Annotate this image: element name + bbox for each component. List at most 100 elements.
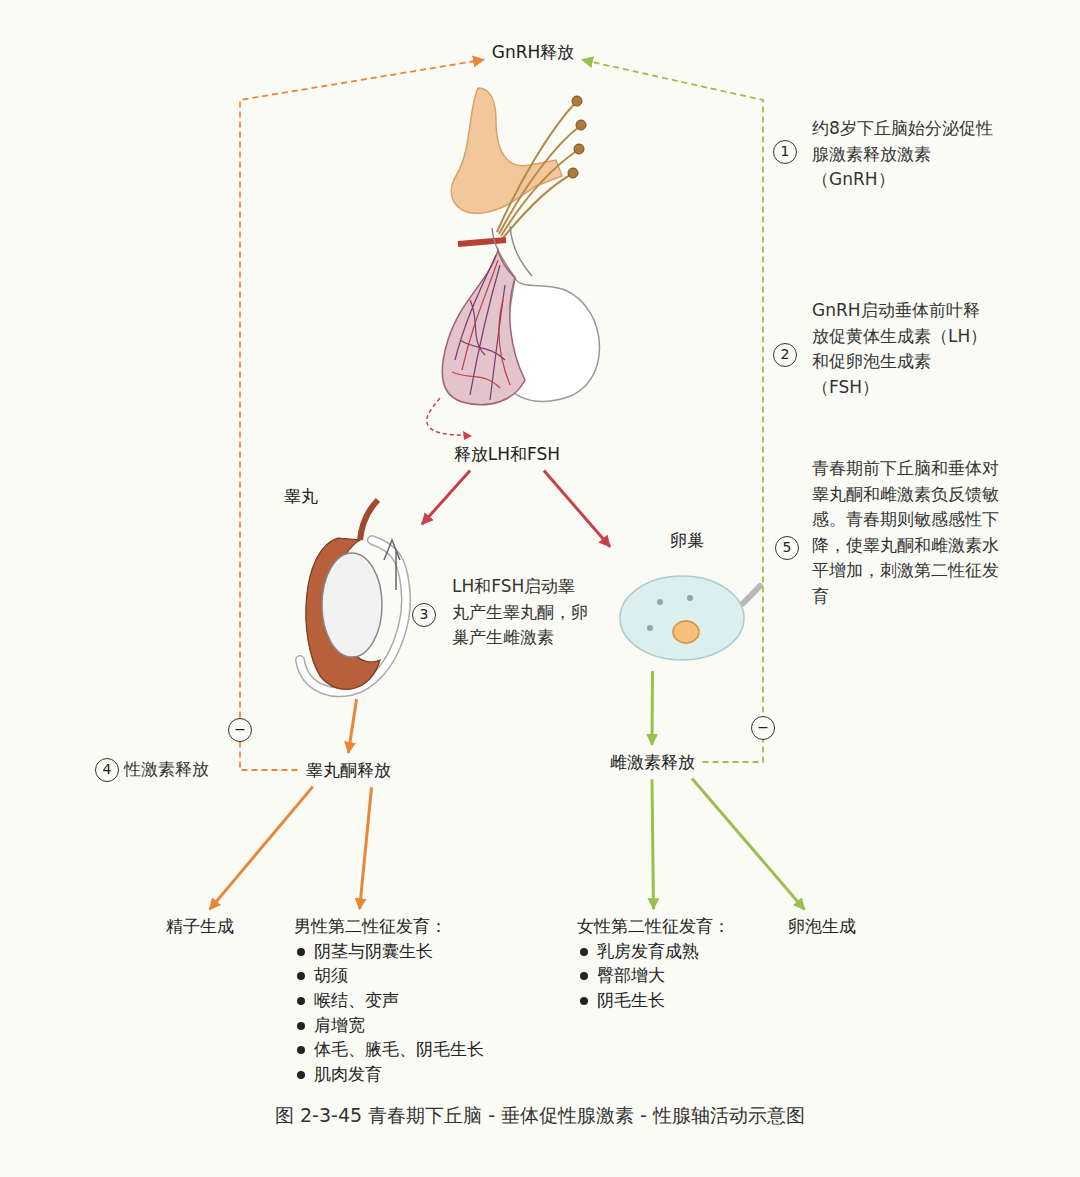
text-line: 释放LH和FSH: [454, 442, 560, 467]
feedback-sign: −: [751, 716, 775, 740]
text-line: 卵泡生成: [788, 914, 856, 939]
text-line: 肩增宽: [294, 1013, 484, 1038]
bullet-dot: [580, 972, 588, 980]
text-line: 臀部增大: [577, 963, 730, 988]
trait-list: 男性第二性征发育： 阴茎与阴囊生长胡须喉结、变声肩增宽体毛、腋毛、阴毛生长肌肉发育: [290, 912, 488, 1088]
feedback-sign: −: [228, 718, 252, 742]
text-line: GnRH释放: [492, 40, 575, 65]
callout-number: 2: [773, 343, 797, 367]
node-text: 体毛、腋毛、阴毛生长: [314, 1039, 484, 1059]
hormone-label: 雌激素释放: [605, 748, 700, 777]
flow-arrow: [692, 779, 804, 910]
callout-text: 5: [783, 539, 792, 555]
portal-vessels: [452, 255, 510, 400]
outcome-label: 精子生成: [161, 912, 239, 941]
text-line: 肌肉发育: [294, 1062, 484, 1087]
text-line: 雌激素释放: [610, 750, 695, 775]
ovary: [620, 576, 760, 660]
text-line: 胡须: [294, 963, 484, 988]
node-text: 男性第二性征发育：: [294, 916, 447, 936]
text-line: 5: [776, 537, 798, 558]
figure-caption: 图 2-3-45 青春期下丘脑 - 垂体促性腺激素 - 性腺轴活动示意图: [0, 1103, 1080, 1129]
bullet-dot: [297, 997, 305, 1005]
flow-arrow: [651, 671, 655, 745]
node-text: 卵泡生成: [788, 916, 856, 936]
organ-region: 睾丸: [280, 484, 420, 696]
bullet-dot: [580, 997, 588, 1005]
text-line: 1: [774, 141, 796, 162]
node-text: 肌肉发育: [314, 1064, 382, 1084]
text-line: 阴茎与阴囊生长: [294, 939, 484, 964]
bullet-dot: [297, 1071, 305, 1079]
bullet-dot: [297, 972, 305, 980]
flow-arrow: [544, 471, 610, 547]
feedback-connector: [582, 60, 763, 762]
node-text: 臀部增大: [597, 965, 665, 985]
node-text: 阴茎与阴囊生长: [314, 941, 433, 961]
node-text: 卵巢: [670, 530, 704, 550]
text-line: 卵巢: [666, 528, 708, 553]
callout-note: 约8岁下丘脑始分泌促性腺激素释放激素（GnRH）: [812, 116, 994, 193]
text-line: 阴毛生长: [577, 988, 730, 1013]
callout-number: 5: [775, 536, 799, 560]
outcome-label: 卵泡生成: [783, 912, 861, 941]
callout-note: 青春期前下丘脑和垂体对睾丸酮和雌激素负反馈敏感。青春期则敏感感性下降，使睾丸酮和…: [812, 456, 1008, 609]
flow-arrow: [652, 779, 654, 909]
node-text: 喉结、变声: [314, 990, 399, 1010]
callout-note: LH和FSH启动睾丸产生睾丸酮，卵巢产生雌激素: [452, 574, 592, 651]
node-text: 精子生成: [166, 916, 234, 936]
text-line: 睾丸: [280, 484, 322, 509]
flow-arrow: [348, 699, 356, 753]
text-line: 4: [96, 759, 118, 780]
text-line: −: [229, 719, 251, 740]
organ-region: 卵巢: [612, 528, 762, 668]
text-line: 3: [413, 604, 435, 625]
text-line: 喉结、变声: [294, 988, 484, 1013]
bullet-dot: [297, 948, 305, 956]
neurons: [497, 102, 580, 238]
hormone-label: GnRH释放: [487, 38, 580, 67]
hypothalamus: [451, 88, 562, 213]
bullet-dot: [580, 948, 588, 956]
callout-text: −: [757, 719, 769, 735]
anterior-pituitary: [442, 250, 525, 405]
flow-arrow: [360, 787, 372, 909]
artery: [458, 240, 506, 244]
node-text: 雌激素释放: [610, 752, 695, 772]
stage-label: 性激素释放: [124, 757, 209, 783]
node-text: 睾丸酮释放: [306, 760, 391, 780]
hormone-label: 睾丸酮释放: [301, 756, 396, 785]
bullet-dot: [297, 1022, 305, 1030]
feedback-connector: [240, 60, 484, 770]
callout-text: 3: [420, 606, 429, 622]
callout-text: 1: [781, 143, 790, 159]
text-line: −: [752, 717, 774, 738]
callout-text: 2: [781, 346, 790, 362]
node-text: 释放LH和FSH: [454, 444, 560, 464]
trait-list: 女性第二性征发育：乳房发育成熟臀部增大阴毛生长: [573, 912, 734, 1015]
flow-arrow: [210, 787, 313, 910]
text-line: 男性第二性征发育：: [294, 914, 484, 939]
callout-number: 3: [412, 603, 436, 627]
node-text: 阴毛生长: [597, 990, 665, 1010]
node-text: 睾丸: [284, 486, 318, 506]
node-text: 胡须: [314, 965, 348, 985]
node-text: GnRH释放: [492, 42, 575, 62]
callout-note: GnRH启动垂体前叶释放促黄体生成素（LH）和促卵泡生成素（FSH）: [812, 298, 994, 400]
callout-text: −: [234, 721, 246, 737]
text-line: 乳房发育成熟: [577, 939, 730, 964]
text-line: 体毛、腋毛、阴毛生长: [294, 1037, 484, 1062]
callout-number: 4: [95, 758, 119, 782]
text-line: 睾丸酮释放: [306, 758, 391, 783]
testis: [300, 500, 406, 692]
flow-arrow: [422, 471, 470, 525]
callout-number: 1: [773, 140, 797, 164]
text-line: 精子生成: [166, 914, 234, 939]
node-text: 肩增宽: [314, 1015, 365, 1035]
callout-text: 4: [103, 761, 112, 777]
hormone-release-arrowhead: [463, 431, 472, 440]
text-line: 女性第二性征发育：: [577, 914, 730, 939]
bullet-dot: [297, 1046, 305, 1054]
text-line: 2: [774, 344, 796, 365]
